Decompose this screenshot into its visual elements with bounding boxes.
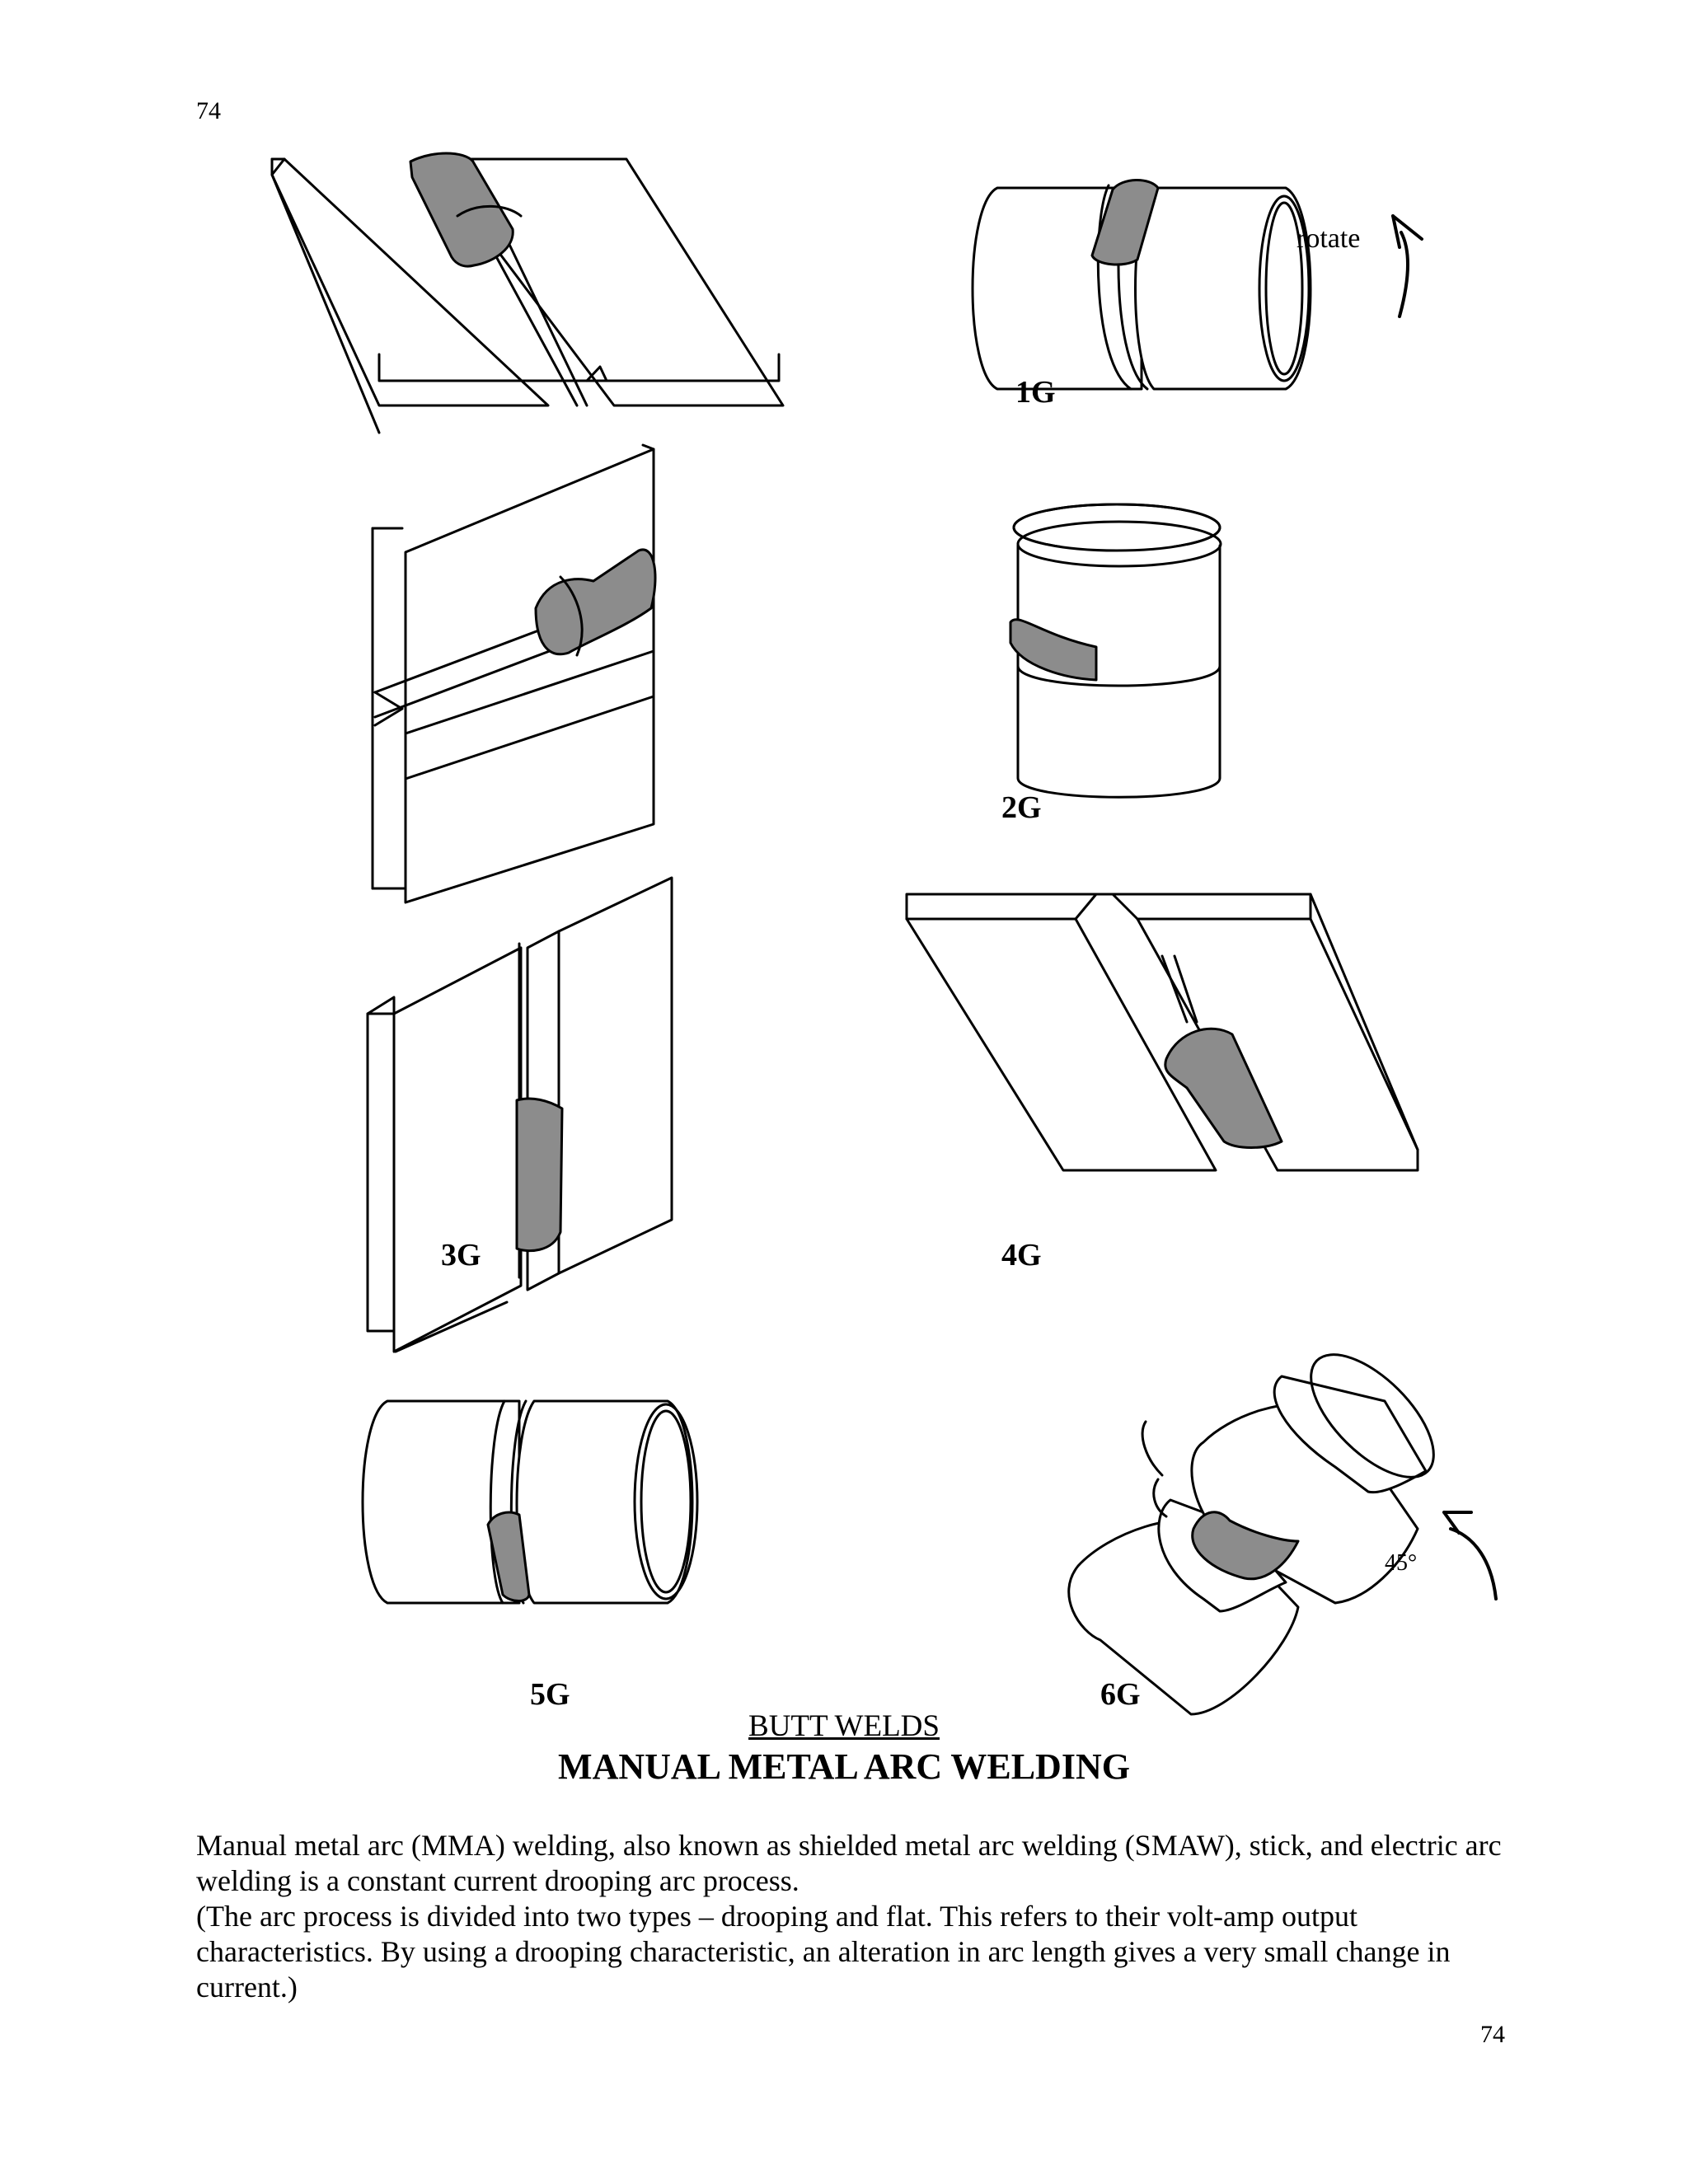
label-6g: 6G bbox=[1100, 1677, 1141, 1712]
weld-bead-3g bbox=[515, 1097, 564, 1253]
rotate-label: rotate bbox=[1296, 223, 1360, 254]
plate-4g-diagram: 4G bbox=[905, 893, 1419, 1272]
pipe-2g-diagram: 2G bbox=[1001, 503, 1222, 825]
section-title: MANUAL METAL ARC WELDING bbox=[558, 1746, 1130, 1787]
rotation-arrow-icon bbox=[1442, 1511, 1498, 1601]
label-4g: 4G bbox=[1001, 1238, 1042, 1272]
label-5g: 5G bbox=[530, 1677, 570, 1712]
weld-bead-1g bbox=[409, 152, 514, 268]
angle-label: 45° bbox=[1385, 1550, 1417, 1576]
label-2g: 2G bbox=[1001, 790, 1042, 825]
weld-bead-5g bbox=[486, 1511, 531, 1602]
page-number-top: 74 bbox=[196, 97, 221, 124]
label-1g: 1G bbox=[1015, 375, 1056, 410]
weld-bead-4g bbox=[1164, 1027, 1283, 1149]
pipe-6g-diagram: 45° 6G bbox=[1067, 1353, 1498, 1716]
pipe-5g-diagram: 5G bbox=[361, 1399, 699, 1712]
weld-bead-6g bbox=[1191, 1511, 1300, 1581]
page-number-bottom: 74 bbox=[1480, 2021, 1505, 2048]
weld-bead-2g-pipe bbox=[1009, 618, 1098, 682]
plate-1g-diagram bbox=[270, 152, 785, 434]
body-text: Manual metal arc (MMA) welding, also kno… bbox=[196, 1828, 1515, 2005]
figure-subtitle: BUTT WELDS bbox=[748, 1709, 940, 1743]
plate-3g-diagram: 3G bbox=[366, 876, 673, 1353]
rotate-arrow-icon bbox=[1391, 214, 1423, 318]
body-paragraph-1: Manual metal arc (MMA) welding, also kno… bbox=[196, 1829, 1502, 1897]
weld-bead-2g bbox=[534, 548, 657, 656]
weld-bead-1g-pipe bbox=[1090, 179, 1160, 266]
body-paragraph-2: (The arc process is divided into two typ… bbox=[196, 1900, 1451, 2004]
plate-2g-diagram bbox=[371, 443, 657, 904]
butt-weld-positions-figure: rotate 1G 2G 3G bbox=[270, 152, 1498, 1716]
pipe-1g-diagram: rotate 1G bbox=[971, 179, 1423, 410]
label-3g: 3G bbox=[441, 1238, 481, 1272]
